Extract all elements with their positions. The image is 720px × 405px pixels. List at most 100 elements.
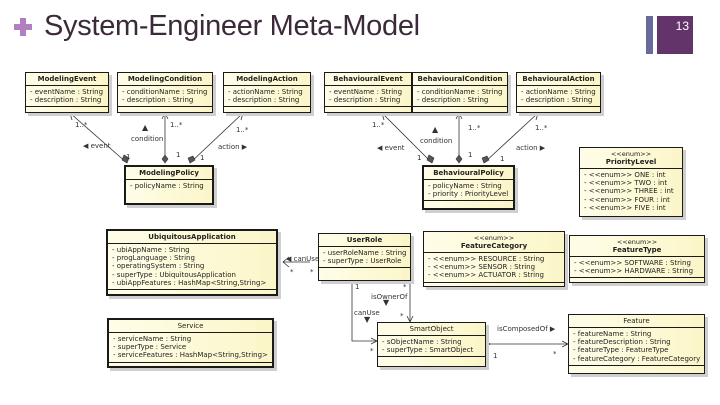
class-name: UbiquitousApplication <box>108 231 276 244</box>
diamond-icon <box>161 154 169 164</box>
attribute: - description : String <box>521 96 593 105</box>
multiplicity-label: 1..* <box>535 124 548 132</box>
plus-icon <box>13 16 33 36</box>
arrowhead-icon <box>69 112 78 121</box>
multiplicity-label: 1 <box>500 155 505 163</box>
class-feature[interactable]: Feature - featureName : String - feature… <box>568 314 705 374</box>
attribute: - superType : UserRole <box>323 257 402 266</box>
class-behavioural-condition[interactable]: BehaviouralCondition - conditionName : S… <box>412 72 508 113</box>
role-label-canuse: ◀ canUse <box>286 255 320 263</box>
class-name: ModelingAction <box>224 73 310 86</box>
enum-literal: - <<enum>> THREE : int <box>584 187 674 196</box>
attribute: - description : String <box>228 96 300 105</box>
enum-feature-category[interactable]: <<enum>>FeatureCategory - <<enum>> RESOU… <box>423 231 565 287</box>
class-name: BehaviouralAction <box>517 73 600 86</box>
diamond-icon <box>455 154 463 164</box>
stereotype: <<enum>> <box>610 150 652 158</box>
diamond-icon <box>481 155 490 164</box>
class-name: BehaviouralPolicy <box>424 167 513 180</box>
attribute: - description : String <box>122 96 194 105</box>
multiplicity-label: 1..* <box>372 121 385 129</box>
class-behavioural-policy[interactable]: BehaviouralPolicy - policyName : String-… <box>422 165 515 210</box>
role-label-action: action ▶ <box>218 143 248 151</box>
attribute: - superType : SmartObject <box>382 346 474 355</box>
link-bpolicy-event <box>381 112 433 164</box>
class-name: FeatureCategory <box>460 242 528 250</box>
stereotype: <<enum>> <box>616 238 658 246</box>
class-modeling-condition[interactable]: ModelingCondition - conditionName : Stri… <box>117 72 213 113</box>
attribute: - description : String <box>30 96 102 105</box>
class-modeling-event[interactable]: ModelingEvent - eventName : String- desc… <box>25 72 109 113</box>
attribute: - eventName : String <box>329 88 403 96</box>
role-label-isownerof: isOwnerOf <box>371 293 408 301</box>
class-name: Feature <box>569 315 704 328</box>
multiplicity-label: * <box>403 283 407 291</box>
role-label-condition: condition <box>420 137 453 145</box>
class-name: BehaviouralCondition <box>413 73 507 86</box>
attribute: - actionName : String <box>228 88 303 96</box>
direction-triangle-icon: ▲ <box>142 123 149 132</box>
link-mpolicy-event <box>69 112 128 164</box>
attribute: - conditionName : String <box>122 88 208 96</box>
direction-triangle-icon: ▼ <box>383 298 390 307</box>
multiplicity-label: 1 <box>493 352 498 360</box>
multiplicity-label: 1..* <box>236 126 249 134</box>
multiplicity-label: 1 <box>176 151 181 159</box>
class-ubiquitous-application[interactable]: UbiquitousApplication - ubiAppName : Str… <box>106 229 278 296</box>
class-name: UserRole <box>319 234 410 247</box>
attribute: - policyName : String <box>428 182 502 190</box>
class-user-role[interactable]: UserRole - userRoleName : String- superT… <box>318 233 411 281</box>
multiplicity-label: * <box>553 350 557 358</box>
enum-literal: - <<enum>> FOUR : int <box>584 195 670 204</box>
class-modeling-action[interactable]: ModelingAction - actionName : String- de… <box>223 72 311 113</box>
class-behavioural-event[interactable]: BehaviouralEvent - eventName : String- d… <box>324 72 412 113</box>
role-label-iscomposedof: isComposedOf ▶ <box>497 325 556 333</box>
role-label-condition: condition <box>131 135 164 143</box>
enum-priority-level[interactable]: <<enum>>PriorityLevel - <<enum>> ONE : i… <box>579 147 683 217</box>
attribute: - userRoleName : String <box>323 249 407 257</box>
attribute: - policyName : String <box>130 182 204 190</box>
attribute: - featureDescription : String <box>573 338 671 347</box>
multiplicity-label: 1..* <box>170 121 183 129</box>
enum-feature-type[interactable]: <<enum>>FeatureType - <<enum>> SOFTWARE … <box>569 235 705 283</box>
attribute: - featureType : FeatureType <box>573 346 669 355</box>
arrowhead-icon <box>381 112 390 121</box>
link-canuse-smartobject <box>351 282 377 342</box>
role-label-event: ◀ event <box>377 144 405 152</box>
arrowhead-icon <box>455 112 463 120</box>
direction-triangle-icon: ▲ <box>432 125 439 134</box>
enum-literal: - <<enum>> RESOURCE : String <box>428 255 545 263</box>
arrowhead-icon <box>235 112 244 121</box>
attribute: - featureCategory : FeatureCategory <box>573 354 701 363</box>
multiplicity-label: 1 <box>200 154 205 162</box>
class-smart-object[interactable]: SmartObject - sObjectName : String- supe… <box>377 322 486 367</box>
role-label-event: ◀ event <box>83 142 111 150</box>
attribute: - serviceFeatures : HashMap<String,Strin… <box>113 351 268 360</box>
multiplicity-label: * <box>290 268 294 276</box>
stereotype: <<enum>> <box>473 234 515 242</box>
arrowhead-icon <box>282 256 290 268</box>
class-name: ModelingCondition <box>118 73 212 86</box>
attribute: - operatingSystem : String <box>112 262 205 271</box>
enum-literal: - <<enum>> ACTUATOR : String <box>428 271 544 280</box>
attribute: - sObjectName : String <box>382 338 462 346</box>
attribute: - description : String <box>329 96 401 105</box>
multiplicity-label: 1..* <box>75 121 88 129</box>
multiplicity-label: 1 <box>355 283 360 291</box>
attribute: - conditionName : String <box>417 88 503 96</box>
attribute: - superType : Service <box>113 343 187 352</box>
class-service[interactable]: Service - serviceName : String - superTy… <box>107 318 274 368</box>
arrowhead-icon <box>161 112 169 120</box>
role-label-action: action ▶ <box>516 144 546 152</box>
link-bpolicy-action <box>483 112 539 164</box>
multiplicity-label: 1..* <box>468 124 481 132</box>
diamond-icon <box>187 155 196 164</box>
enum-literal: - <<enum>> SOFTWARE : String <box>574 259 691 267</box>
link-mpolicy-action <box>189 112 244 164</box>
class-behavioural-action[interactable]: BehaviouralAction - actionName : String-… <box>516 72 601 113</box>
class-modeling-policy[interactable]: ModelingPolicy - policyName : String <box>124 165 214 205</box>
multiplicity-label: * <box>370 347 374 355</box>
slide-title: System-Engineer Meta-Model <box>44 10 420 42</box>
enum-literal: - <<enum>> HARDWARE : String <box>574 267 694 276</box>
